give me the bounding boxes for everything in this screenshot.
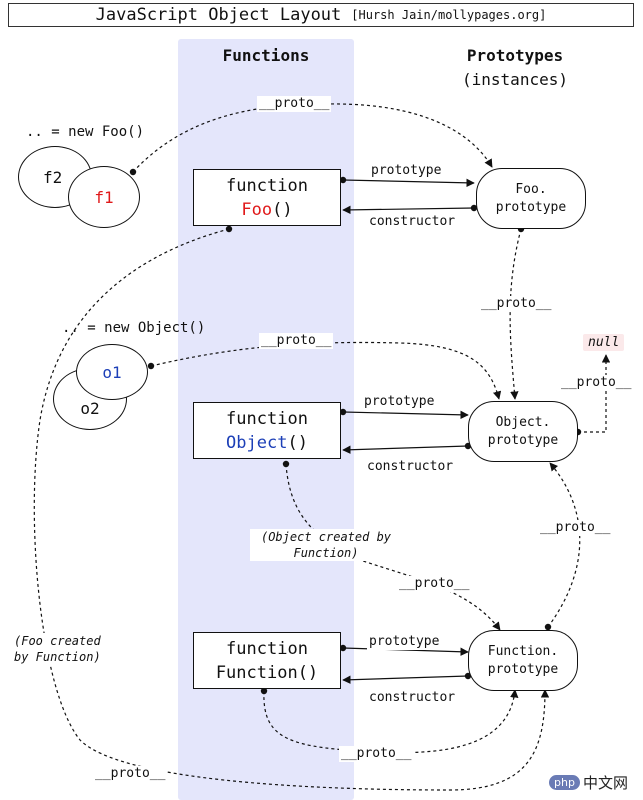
function-object-keyword: function bbox=[226, 408, 308, 429]
proto-label-fnproto: __proto__ bbox=[538, 520, 613, 536]
foo-prototype-line1: Foo. bbox=[515, 181, 547, 197]
function-prototype-box: Function. prototype bbox=[468, 630, 578, 691]
function-foo-box: function Foo() bbox=[193, 169, 341, 226]
instance-o2-label: o2 bbox=[80, 399, 100, 418]
o1-proto-link bbox=[150, 341, 502, 400]
function-foo-name: Foo bbox=[241, 199, 273, 220]
prototype-label-foo: prototype bbox=[369, 163, 444, 179]
function-function-keyword: function bbox=[226, 638, 308, 659]
function-function-name: Function() bbox=[215, 662, 319, 683]
proto-label-function-fn: __proto__ bbox=[339, 746, 414, 762]
function-function-box: function Function() bbox=[193, 632, 341, 689]
function-foo-signature: Foo() bbox=[241, 198, 292, 222]
function-foo-keyword: function bbox=[226, 175, 308, 196]
instance-f2-label: f2 bbox=[43, 167, 63, 187]
proto-label-null: __proto__ bbox=[559, 375, 634, 391]
object-prototype-link bbox=[342, 410, 469, 420]
instance-o1: o1 bbox=[76, 344, 148, 400]
constructor-label-foo: constructor bbox=[367, 214, 458, 230]
object-constructor-link bbox=[342, 445, 469, 454]
foo-fn-proto-link bbox=[33, 228, 550, 791]
f1-proto-link bbox=[132, 103, 493, 173]
proto-label-o1: __proto__ bbox=[259, 333, 334, 349]
proto-label-foo-fn: __proto__ bbox=[93, 766, 168, 782]
foo-prototype-box: Foo. prototype bbox=[476, 168, 586, 229]
watermark-badge: php bbox=[549, 774, 580, 790]
site-watermark: php 中文网 bbox=[549, 769, 639, 795]
foo-prototype-line2: prototype bbox=[495, 199, 567, 215]
proto-label-object-fn: __proto__ bbox=[397, 576, 472, 592]
proto-label-f1: __proto__ bbox=[257, 96, 332, 112]
object-instances-caption: .. = new Object() bbox=[62, 320, 206, 336]
diagram-title: JavaScript Object Layout [Hursh Jain/mol… bbox=[8, 3, 634, 27]
object-prototype-box: Object. prototype bbox=[468, 401, 578, 462]
function-foo-parens: () bbox=[272, 199, 293, 220]
note-object-line2: Function) bbox=[293, 546, 359, 560]
constructor-label-function: constructor bbox=[367, 690, 458, 706]
foo-constructor-link bbox=[342, 205, 475, 215]
watermark-text: 中文网 bbox=[582, 773, 628, 792]
foo-prototype-link bbox=[342, 178, 475, 188]
instance-o1-label: o1 bbox=[102, 362, 122, 382]
prototype-label-function: prototype bbox=[367, 634, 442, 650]
function-prototype-line1: Function. bbox=[487, 643, 559, 659]
note-object-created-by-function: (Object created by Function) bbox=[250, 529, 402, 561]
object-prototype-line1: Object. bbox=[495, 414, 551, 430]
note-foo-created-by-function: (Foo created by Function) bbox=[12, 633, 112, 665]
prototypes-subheading: (instances) bbox=[462, 70, 568, 89]
prototypes-heading: Prototypes bbox=[466, 46, 564, 65]
instance-f1-label: f1 bbox=[94, 187, 114, 207]
constructor-label-object: constructor bbox=[365, 459, 456, 475]
note-foo-line1: (Foo created bbox=[14, 634, 101, 648]
fnproto-proto-link bbox=[547, 462, 581, 628]
object-prototype-line2: prototype bbox=[487, 432, 559, 448]
title-credit: [Hursh Jain/mollypages.org] bbox=[351, 8, 547, 22]
prototype-label-object: prototype bbox=[362, 394, 437, 410]
title-main: JavaScript Object Layout bbox=[95, 5, 342, 25]
function-object-name: Object bbox=[226, 432, 288, 453]
foo-instances-caption: .. = new Foo() bbox=[26, 124, 145, 140]
function-object-box: function Object() bbox=[193, 402, 341, 459]
function-object-signature: Object() bbox=[226, 431, 308, 455]
note-foo-line2: by Function) bbox=[14, 650, 101, 664]
functions-heading: Functions bbox=[222, 46, 310, 65]
fooproto-proto-link bbox=[509, 228, 522, 400]
function-object-parens: () bbox=[287, 432, 308, 453]
objectproto-null-link bbox=[578, 354, 611, 433]
proto-label-fooproto: __proto__ bbox=[479, 296, 554, 312]
note-object-line1: (Object created by bbox=[260, 530, 392, 544]
null-label: null bbox=[583, 334, 625, 351]
function-prototype-link bbox=[342, 647, 469, 656]
instance-f1: f1 bbox=[68, 166, 140, 228]
function-prototype-line2: prototype bbox=[487, 661, 559, 677]
function-constructor-link bbox=[342, 675, 469, 684]
